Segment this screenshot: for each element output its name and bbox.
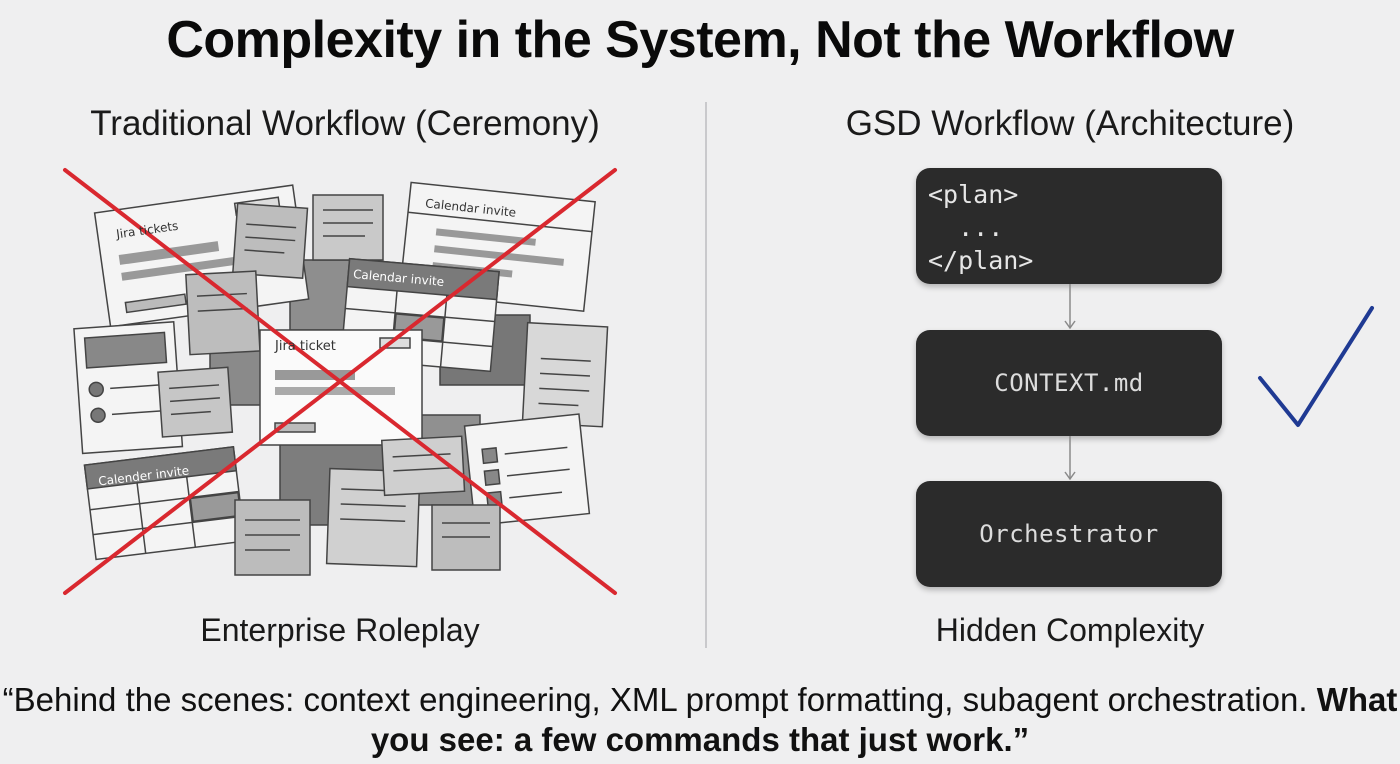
traditional-workflow-heading: Traditional Workflow (Ceremony) xyxy=(90,104,600,143)
jira-ticket-label-center: Jira ticket xyxy=(275,339,336,354)
document-collage-illustration xyxy=(63,168,617,595)
sticky-note xyxy=(185,270,261,356)
page-title: Complexity in the System, Not the Workfl… xyxy=(166,11,1234,69)
enterprise-roleplay-caption: Enterprise Roleplay xyxy=(200,612,480,648)
sticky-note xyxy=(380,435,466,497)
bottom-quote: “Behind the scenes: context engineering,… xyxy=(0,680,1400,760)
sticky-note xyxy=(312,194,384,261)
plan-box: <plan> ... </plan> xyxy=(916,168,1222,284)
checkmark-icon xyxy=(1258,306,1374,427)
orchestrator-box: Orchestrator xyxy=(916,481,1222,587)
plan-ellipsis: ... xyxy=(928,213,1004,242)
sticky-note xyxy=(231,202,309,279)
checklist-card xyxy=(521,321,609,428)
sticky-note xyxy=(431,504,501,571)
context-md-label: CONTEXT.md xyxy=(994,369,1144,397)
sticky-note xyxy=(234,499,311,576)
plan-open-tag: <plan> xyxy=(928,180,1019,209)
quote-normal-text: “Behind the scenes: context engineering,… xyxy=(2,681,1317,718)
calendar-invite-card-bottom xyxy=(83,446,246,561)
column-divider xyxy=(705,102,707,648)
gsd-workflow-heading: GSD Workflow (Architecture) xyxy=(845,104,1295,143)
context-md-box: CONTEXT.md xyxy=(916,330,1222,436)
red-cross-mark xyxy=(63,168,617,595)
quote-bold-text: What you see: a few commands that just w… xyxy=(370,681,1398,758)
plan-close-tag: </plan> xyxy=(928,246,1034,275)
orchestrator-label: Orchestrator xyxy=(979,520,1159,548)
arrow-context-to-orchestrator xyxy=(1064,436,1076,481)
hidden-complexity-caption: Hidden Complexity xyxy=(935,612,1205,648)
task-card xyxy=(463,413,591,527)
arrow-plan-to-context xyxy=(1064,284,1076,330)
people-card xyxy=(73,320,184,455)
ceremony-collage: Jira tickets Calendar invite Calendar in… xyxy=(60,165,630,605)
sticky-note xyxy=(157,366,234,438)
